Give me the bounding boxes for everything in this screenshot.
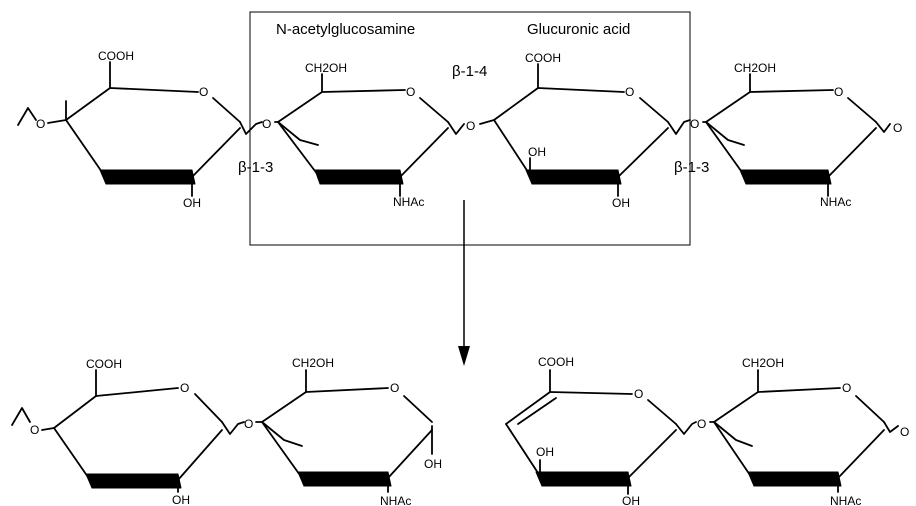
label-n-acetylglucosamine: N-acetylglucosamine bbox=[276, 21, 415, 38]
svg-text:O: O bbox=[36, 117, 45, 131]
svg-text:O: O bbox=[244, 417, 253, 431]
svg-text:O: O bbox=[262, 117, 271, 131]
svg-text:COOH: COOH bbox=[525, 51, 561, 65]
svg-text:O: O bbox=[690, 117, 699, 131]
svg-text:O: O bbox=[893, 121, 902, 135]
svg-text:O: O bbox=[30, 423, 39, 437]
bottom-ring-1-glucuronic-acid: COOH O OH O bbox=[53, 357, 253, 506]
svg-text:NHAc: NHAc bbox=[820, 195, 851, 209]
svg-text:CH2OH: CH2OH bbox=[292, 356, 334, 370]
svg-text:OH: OH bbox=[536, 445, 554, 459]
top-ring-2-n-acetylglucosamine: CH2OH O NHAc O bbox=[274, 61, 475, 209]
svg-text:O: O bbox=[697, 417, 706, 431]
bottom-ring-4-n-acetylglucosamine: CH2OH O NHAc O bbox=[709, 356, 909, 506]
linkage-beta-1-3-left: β-1-3 bbox=[238, 159, 273, 176]
linkage-beta-1-4: β-1-4 bbox=[452, 63, 487, 80]
linkage-beta-1-3-right: β-1-3 bbox=[674, 159, 709, 176]
oh-label: OH bbox=[183, 196, 201, 210]
svg-text:CH2OH: CH2OH bbox=[742, 356, 784, 370]
svg-text:COOH: COOH bbox=[86, 357, 122, 371]
reaction-arrow bbox=[458, 200, 470, 366]
svg-text:O: O bbox=[900, 425, 909, 439]
svg-text:O: O bbox=[406, 85, 415, 99]
oh-anomeric-label: OH bbox=[424, 457, 442, 471]
top-ring-3-glucuronic-acid: COOH O OH OH O bbox=[479, 51, 699, 210]
svg-text:O: O bbox=[390, 381, 399, 395]
oh-label: OH bbox=[528, 145, 546, 159]
svg-text:CH2OH: CH2OH bbox=[734, 61, 776, 75]
label-glucuronic-acid: Glucuronic acid bbox=[527, 21, 630, 38]
ch2oh-label: CH2OH bbox=[305, 61, 347, 75]
cooh-label: COOH bbox=[98, 49, 134, 63]
svg-text:OH: OH bbox=[612, 196, 630, 210]
top-ring-4-n-acetylglucosamine: CH2OH O NHAc O bbox=[702, 61, 902, 209]
svg-text:O: O bbox=[634, 387, 643, 401]
top-ring-1-glucuronic-acid: COOH O OH O bbox=[65, 49, 271, 210]
svg-text:NHAc: NHAc bbox=[830, 494, 861, 506]
bottom-ring-2-n-acetylglucosamine: CH2OH O NHAc OH bbox=[255, 356, 442, 506]
bottom-left-terminal-linkage: O bbox=[11, 407, 55, 437]
svg-text:O: O bbox=[180, 381, 189, 395]
svg-text:COOH: COOH bbox=[538, 355, 574, 369]
repeat-unit-box bbox=[249, 11, 691, 246]
svg-text:O: O bbox=[625, 85, 634, 99]
svg-text:OH: OH bbox=[622, 494, 640, 506]
svg-text:OH: OH bbox=[172, 493, 190, 506]
svg-text:O: O bbox=[842, 381, 851, 395]
svg-text:O: O bbox=[466, 119, 475, 133]
nhac-label: NHAc bbox=[393, 195, 424, 209]
svg-text:NHAc: NHAc bbox=[380, 494, 411, 506]
ring-oxygen: O bbox=[199, 85, 208, 99]
svg-text:O: O bbox=[834, 85, 843, 99]
bottom-ring-3-unsaturated-uronic-acid: COOH O OH OH O bbox=[505, 355, 706, 506]
top-left-terminal-linkage: O bbox=[17, 100, 67, 131]
